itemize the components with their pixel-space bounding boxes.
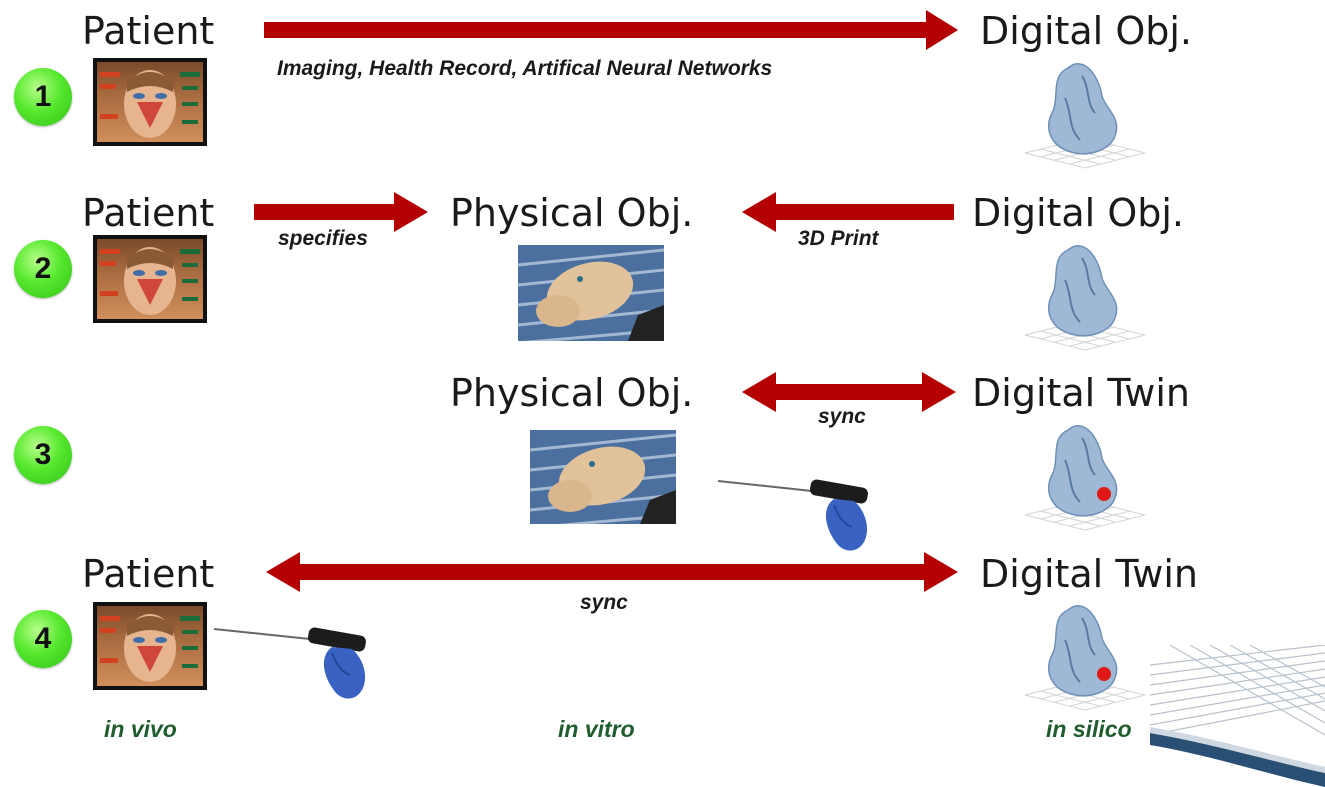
endoscope-hand-row3	[717, 479, 868, 551]
step-3-badge: 3	[14, 426, 72, 484]
digital-twin-model-row4	[1024, 605, 1146, 711]
arrow-row3-sync	[742, 372, 956, 412]
env-in-vitro: in vitro	[558, 716, 635, 742]
decorative-corner-lines	[1150, 645, 1325, 787]
digital-model-row2	[1024, 245, 1146, 351]
digital-twin-model-row3	[1024, 425, 1146, 531]
row2-caption-3dprint: 3D Print	[798, 227, 879, 250]
manikin-icon	[518, 245, 664, 341]
arrow-row2-specifies	[254, 192, 428, 232]
highlight-marker-icon	[1097, 667, 1111, 681]
arrow-row4-sync	[266, 552, 958, 592]
env-in-vivo: in vivo	[104, 716, 177, 742]
row3-caption-sync: sync	[818, 405, 866, 428]
row1-patient-label: Patient	[82, 9, 215, 53]
patient-face-icon	[100, 614, 200, 682]
endoscope-hand-row4	[213, 627, 366, 699]
step-4-badge: 4	[14, 610, 72, 668]
env-in-silico: in silico	[1046, 716, 1132, 742]
row3-digital-label: Digital Twin	[972, 371, 1190, 415]
digital-model-row1	[1024, 63, 1146, 169]
patient-image-row1	[93, 58, 207, 146]
manikin-photo-row2	[518, 245, 664, 341]
row2-caption-specifies: specifies	[278, 227, 368, 250]
row3-physical-label: Physical Obj.	[450, 371, 694, 415]
row4-digital-label: Digital Twin	[980, 552, 1198, 596]
patient-image-row2	[93, 235, 207, 323]
manikin-photo-row3	[530, 430, 676, 524]
row1-digital-label: Digital Obj.	[980, 9, 1192, 53]
row2-patient-label: Patient	[82, 191, 215, 235]
step-2-badge: 2	[14, 240, 72, 298]
patient-face-icon	[100, 70, 200, 138]
row4-patient-label: Patient	[82, 552, 215, 596]
highlight-marker-icon	[1097, 487, 1111, 501]
row2-digital-label: Digital Obj.	[972, 191, 1184, 235]
arrow-row1-right	[264, 10, 958, 50]
patient-face-icon	[100, 247, 200, 315]
arrow-row2-3dprint	[742, 192, 954, 232]
manikin-icon	[530, 430, 676, 524]
row4-caption-sync: sync	[580, 591, 628, 614]
row2-physical-label: Physical Obj.	[450, 191, 694, 235]
patient-image-row4	[93, 602, 207, 690]
step-1-badge: 1	[14, 68, 72, 126]
row1-caption: Imaging, Health Record, Artifical Neural…	[277, 57, 773, 80]
